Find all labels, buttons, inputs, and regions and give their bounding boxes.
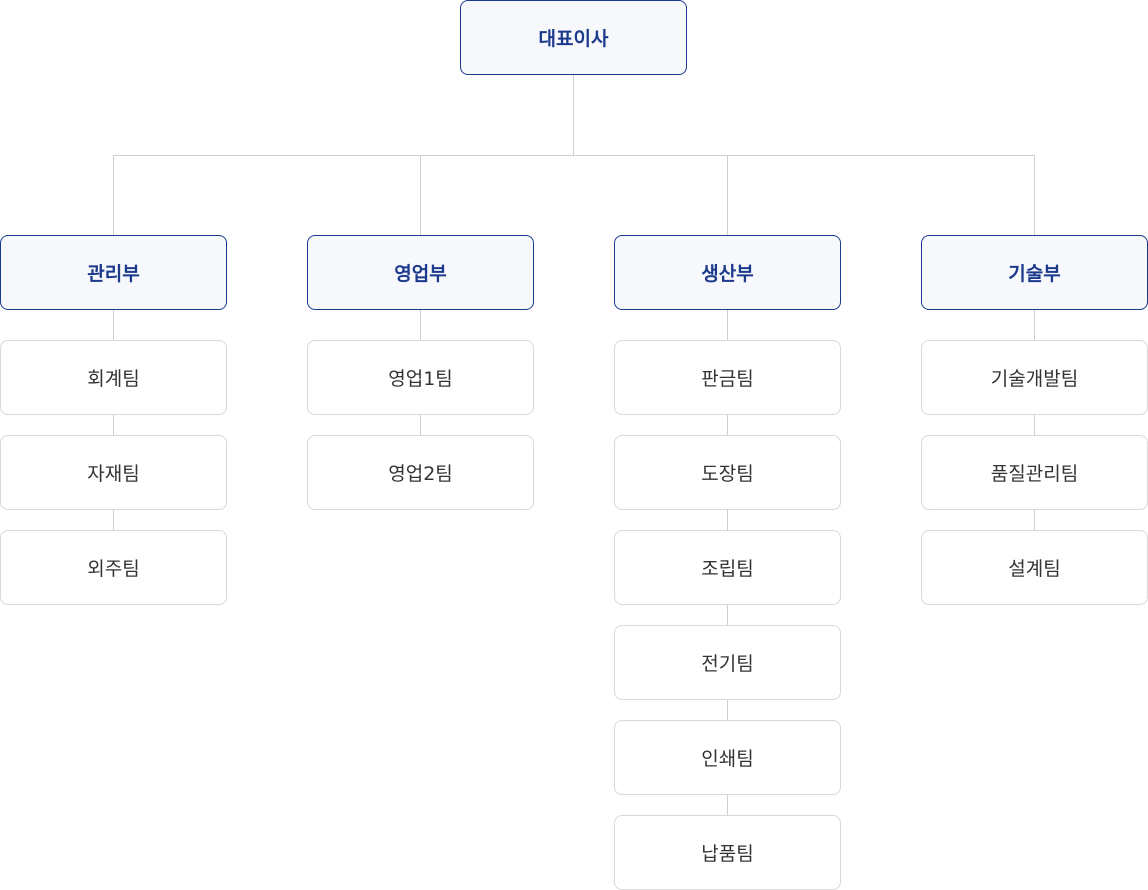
team-label: 기술개발팀	[990, 368, 1079, 390]
team-box: 외주팀	[0, 530, 227, 605]
team-box: 조립팀	[614, 530, 841, 605]
team-label: 외주팀	[87, 558, 140, 580]
dept-connector-3	[1034, 155, 1035, 236]
dept-connector-0	[113, 155, 114, 236]
department-label: 기술부	[1008, 263, 1061, 285]
team-box: 인쇄팀	[614, 720, 841, 795]
dept-connector-2	[727, 155, 728, 236]
team-box: 판금팀	[614, 340, 841, 415]
team-box: 기술개발팀	[921, 340, 1148, 415]
team-label: 조립팀	[701, 558, 754, 580]
department-label: 영업부	[394, 263, 447, 285]
department-label: 생산부	[701, 263, 754, 285]
team-connector-3	[1034, 309, 1035, 531]
team-box: 영업1팀	[307, 340, 534, 415]
department-label: 관리부	[87, 263, 140, 285]
team-box: 도장팀	[614, 435, 841, 510]
team-box: 납품팀	[614, 815, 841, 890]
team-label: 회계팀	[87, 368, 140, 390]
department-box-technology: 기술부	[921, 235, 1148, 310]
department-box-production: 생산부	[614, 235, 841, 310]
dept-connector-1	[420, 155, 421, 236]
team-label: 영업1팀	[388, 368, 453, 390]
team-box: 회계팀	[0, 340, 227, 415]
team-connector-0	[113, 309, 114, 531]
team-label: 전기팀	[701, 653, 754, 675]
ceo-connector	[573, 75, 574, 155]
team-box: 전기팀	[614, 625, 841, 700]
team-label: 납품팀	[701, 843, 754, 865]
ceo-label: 대표이사	[538, 28, 609, 50]
team-label: 자재팀	[87, 463, 140, 485]
team-label: 영업2팀	[388, 463, 453, 485]
team-label: 설계팀	[1008, 558, 1061, 580]
team-box: 자재팀	[0, 435, 227, 510]
department-box-admin: 관리부	[0, 235, 227, 310]
team-label: 인쇄팀	[701, 748, 754, 770]
team-label: 도장팀	[701, 463, 754, 485]
team-box: 설계팀	[921, 530, 1148, 605]
team-label: 품질관리팀	[990, 463, 1079, 485]
team-box: 품질관리팀	[921, 435, 1148, 510]
department-box-sales: 영업부	[307, 235, 534, 310]
ceo-box: 대표이사	[460, 0, 687, 75]
team-label: 판금팀	[701, 368, 754, 390]
department-bus-line	[113, 155, 1035, 156]
team-box: 영업2팀	[307, 435, 534, 510]
